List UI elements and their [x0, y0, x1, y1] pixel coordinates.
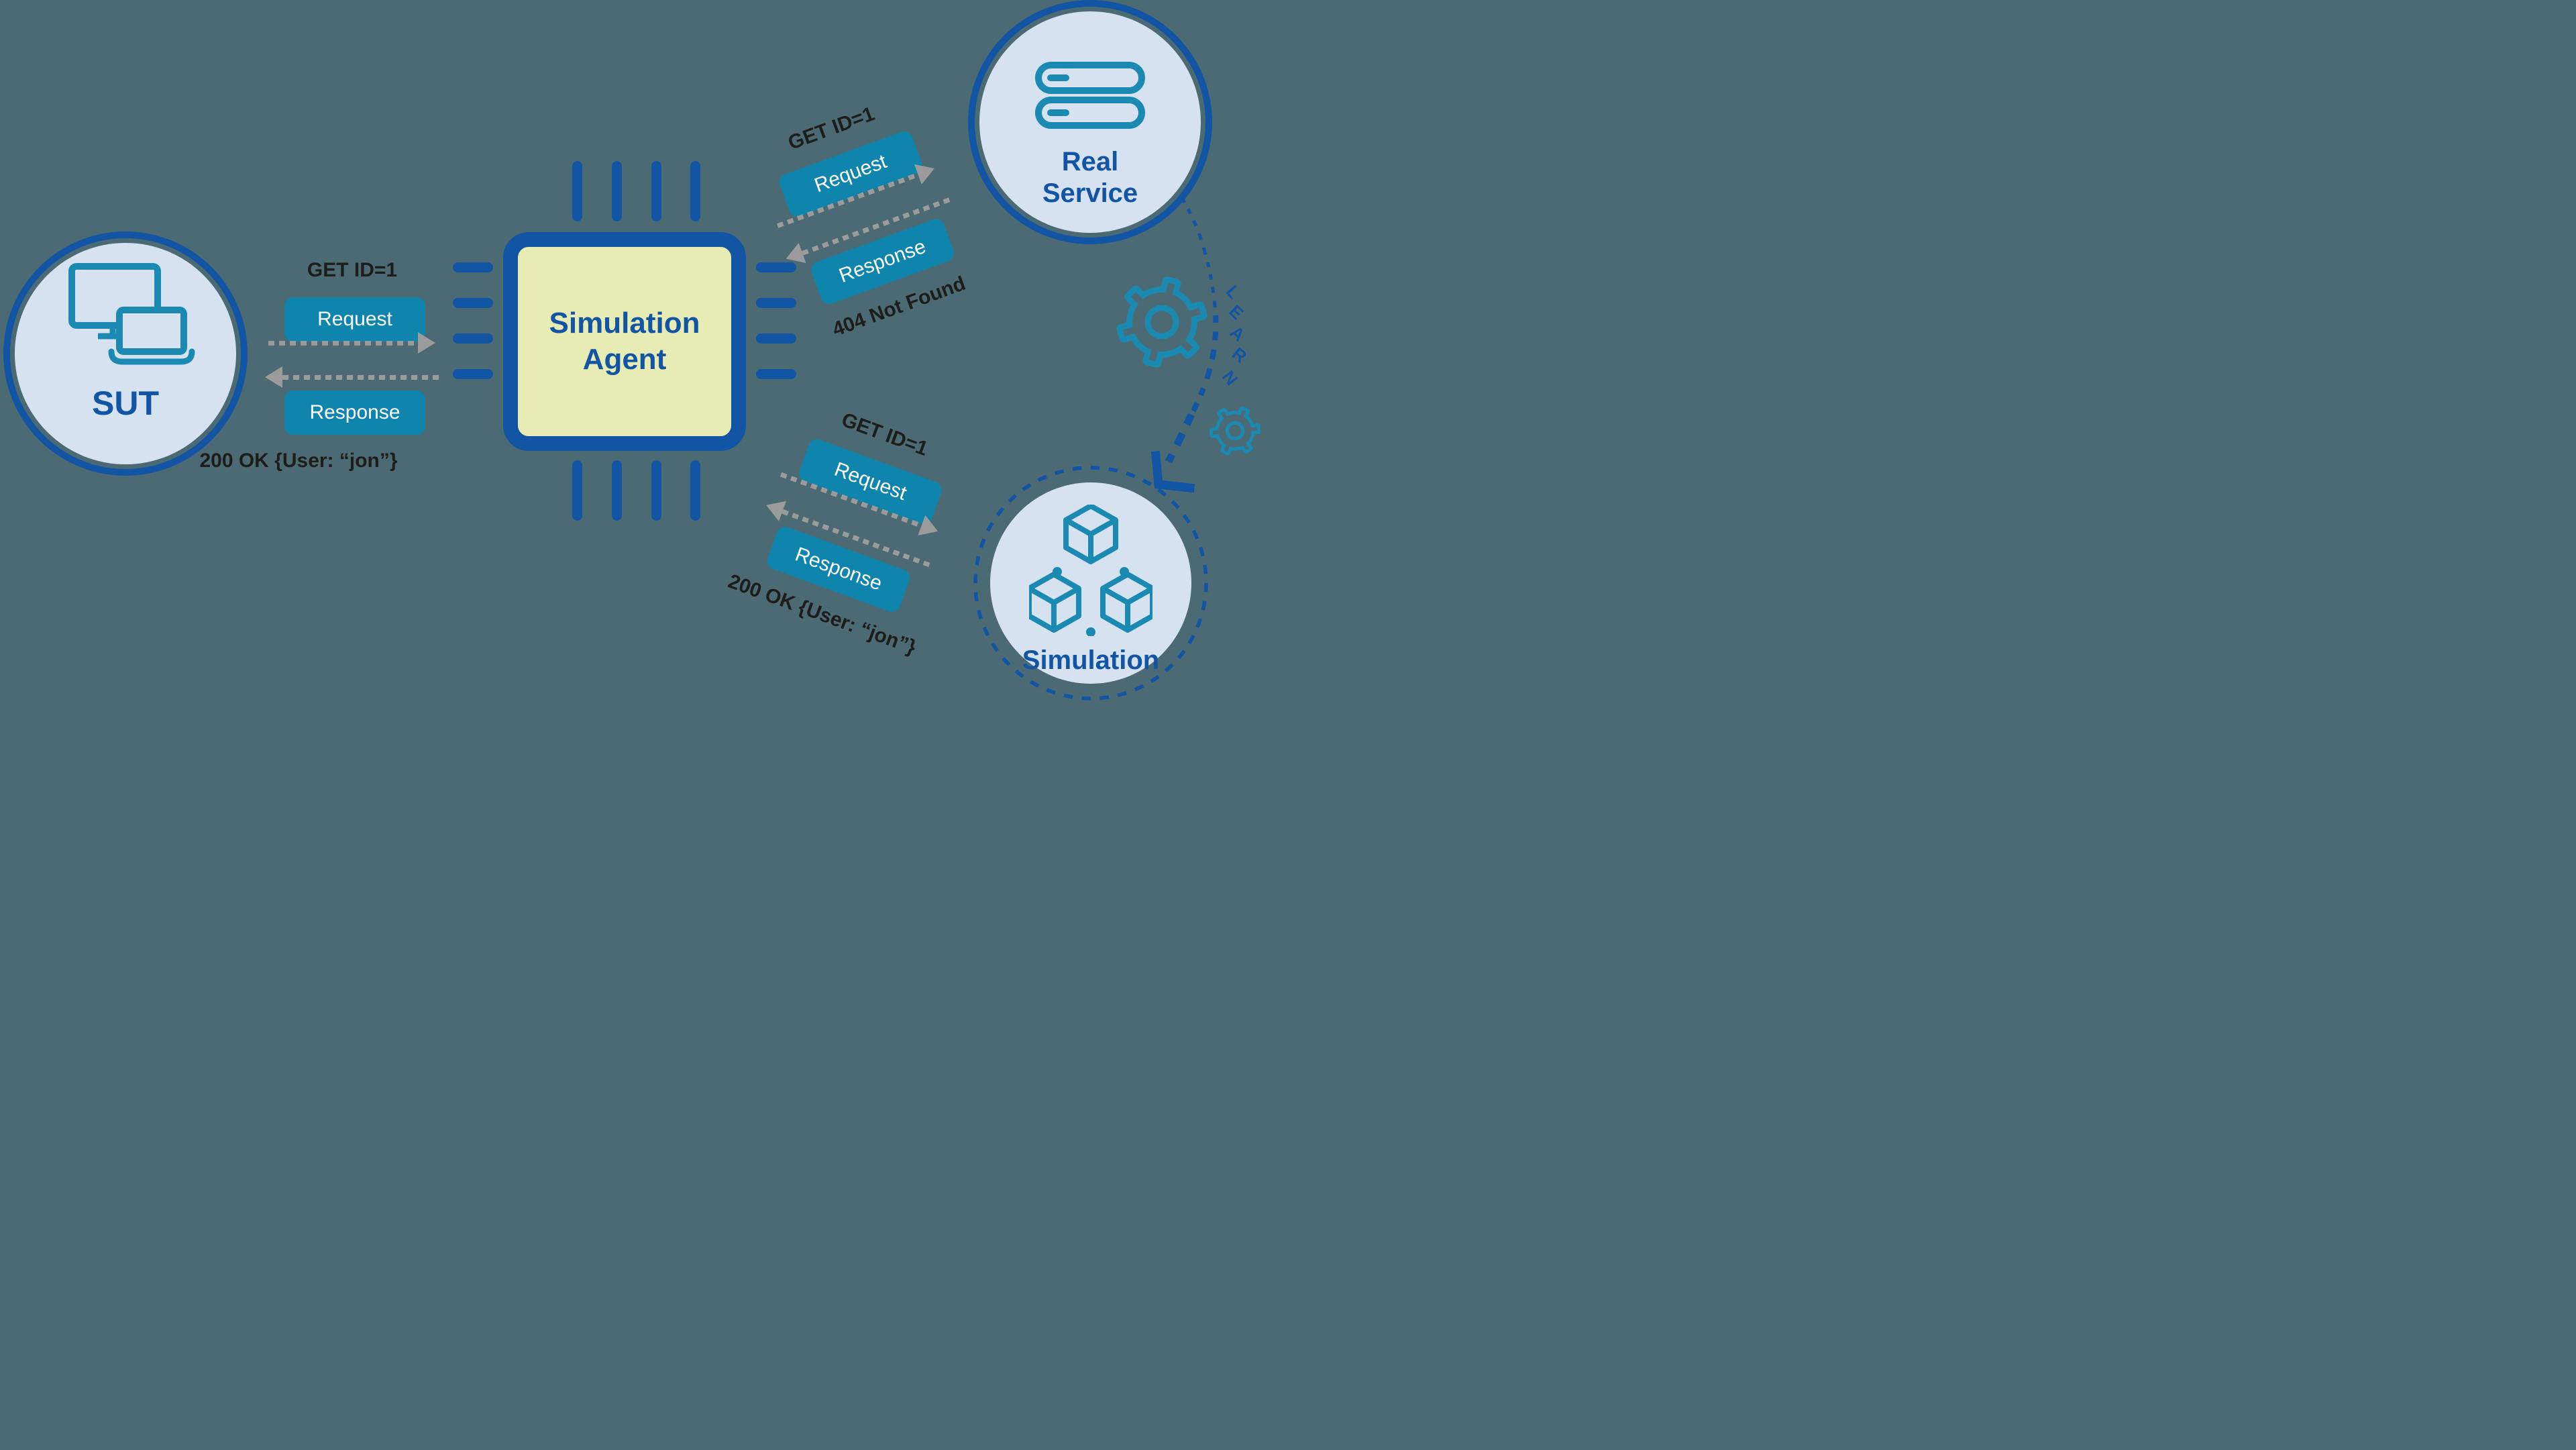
response-arrow	[282, 375, 439, 380]
gear-small-icon	[1201, 397, 1268, 464]
flow-title: GET ID=1	[307, 259, 398, 281]
chip-pin	[612, 161, 622, 221]
real-service-label-line2: Service	[1042, 178, 1138, 208]
chip-pin	[453, 298, 493, 308]
chip-pin	[572, 161, 582, 221]
agent-label-line2: Agent	[582, 343, 667, 376]
simulation-agent-body: Simulation Agent	[503, 232, 746, 451]
learn-curve	[1150, 197, 1219, 493]
chip-pin	[651, 161, 661, 221]
request-arrowhead-icon	[418, 332, 435, 354]
chip-pin	[651, 460, 661, 521]
chip-pin	[756, 262, 796, 272]
simulation-dashed-ring	[973, 466, 1208, 701]
chip-pin	[690, 460, 700, 521]
chip-pin	[612, 460, 622, 521]
cubes-icon	[1029, 505, 1152, 636]
request-pill: Request	[284, 297, 425, 342]
laptop-base-icon	[108, 348, 195, 365]
flow-sut-agent: GET ID=1 Request Response 200 OK {User: …	[199, 259, 466, 480]
response-arrowhead-icon	[265, 366, 282, 388]
agent-label-line1: Simulation	[549, 307, 700, 340]
request-arrowhead-icon	[914, 158, 938, 185]
laptop-screen-icon	[116, 307, 187, 355]
server-icon	[1035, 62, 1145, 129]
sut-label: SUT	[92, 384, 159, 422]
learn-arrowhead	[1150, 450, 1195, 493]
simulation-node	[990, 482, 1191, 684]
chip-pin	[453, 262, 493, 272]
response-pill: Response	[284, 391, 425, 435]
real-service-label-line1: Real	[1061, 147, 1119, 176]
computers-icon	[68, 263, 195, 365]
request-arrow	[268, 341, 418, 346]
background-graphics	[973, 197, 1288, 701]
gear-large-icon	[1108, 267, 1216, 377]
architecture-diagram: L E A R N SUT Simulat	[0, 0, 1288, 725]
chip-pin	[453, 369, 493, 379]
chip-pin	[756, 369, 796, 379]
simulation-label: Simulation	[1022, 645, 1160, 675]
chip-pin	[756, 298, 796, 308]
chip-pin	[690, 161, 700, 221]
chip-pin	[572, 460, 582, 521]
response-arrowhead-icon	[762, 495, 786, 521]
flow-status: 200 OK {User: “jon”}	[199, 450, 398, 472]
chip-pin	[756, 333, 796, 344]
chip-pin	[453, 333, 493, 344]
